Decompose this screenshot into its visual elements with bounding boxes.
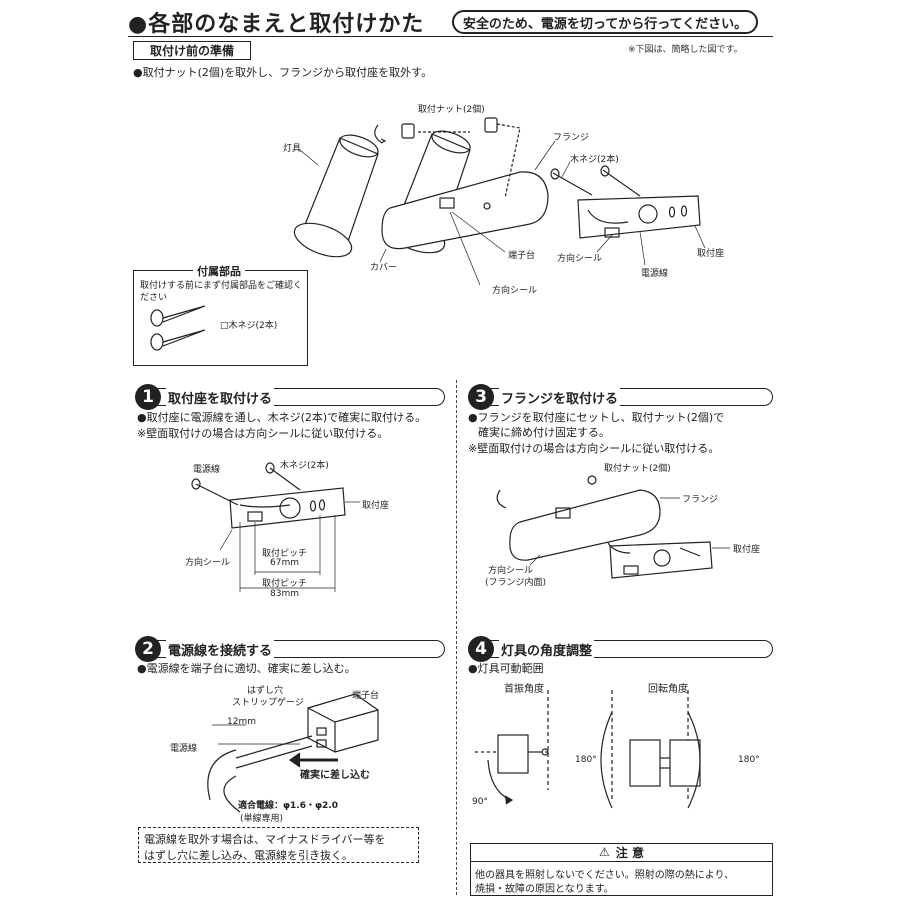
remove-note-box [138, 827, 419, 863]
caution-line1: 他の器具を照射しないでください。照射の際の熱により、 [475, 870, 735, 881]
step4-tilt-label: 首振角度 [504, 684, 544, 695]
accessories-title: 付属部品 [193, 263, 245, 279]
caution-box [470, 843, 773, 896]
step4-deg-90: 90° [472, 797, 488, 807]
prep-label-flange: フランジ [553, 133, 590, 143]
step2-illustration [207, 693, 379, 813]
prep-label-cover: カバー [370, 263, 398, 273]
step1-label-pitch1-val: 67mm [270, 558, 299, 568]
step4-rotate-label: 回転角度 [648, 684, 688, 695]
step2-label-insert: 確実に差し込む [300, 770, 370, 781]
step3-label-dir-seal: 方向シール [488, 566, 534, 576]
step3-label-flange: フランジ [682, 495, 719, 505]
step1-label-mount: 取付座 [362, 501, 390, 511]
step3-label-nut: 取付ナット(2個) [604, 464, 671, 474]
caution-header: ⚠ 注 意 [470, 843, 773, 862]
step3-line1: ●フランジを取付座にセットし、取付ナット(2個)で [468, 411, 725, 424]
step3-line2: 確実に締め付け固定する。 [478, 426, 610, 439]
step1-label-dir-seal: 方向シール [185, 558, 231, 568]
lamp-illustration [293, 134, 379, 258]
simplified-note: ※下図は、簡略した図です。 [628, 45, 743, 55]
step4-number: 4 [468, 636, 494, 662]
step2-label-hole: はずし穴 [247, 686, 284, 696]
step1-label-pitch2: 取付ピッチ [262, 579, 308, 589]
step3-bar [483, 388, 773, 406]
accessories-note: 取付けする前にまず付属部品をご確認ください [140, 281, 303, 303]
step1-number: 1 [135, 384, 161, 410]
step1-label-screw: 木ネジ(2本) [280, 461, 329, 471]
step2-bar [150, 640, 445, 658]
step2-wire-note: (単線専用) [240, 814, 284, 824]
step2-label-length: 12mm [227, 717, 256, 727]
step3-title: フランジを取付ける [499, 388, 621, 407]
mount-illustration [577, 195, 701, 239]
step4-deg-180-left: 180° [575, 755, 597, 765]
prep-label-screw: 木ネジ(2本) [570, 155, 619, 165]
warning-icon: ⚠ [599, 845, 610, 859]
prep-label-power-wire: 電源線 [641, 269, 669, 279]
step2-line1: ●電源線を端子台に適切、確実に差し込む。 [137, 662, 356, 675]
step2-label-power-wire: 電源線 [170, 744, 198, 754]
step1-illustration [191, 462, 360, 592]
caution-line2: 焼損・故障の原因となります。 [475, 884, 614, 895]
page-title: ●各部のなまえと取付けかた [128, 12, 425, 37]
safety-note: 安全のため、電源を切ってから行ってください。 [452, 10, 758, 34]
step3-label-mount: 取付座 [733, 545, 761, 555]
step4-bar [483, 640, 773, 658]
caution-title: 注 意 [615, 845, 644, 860]
step2-label-strip: ストリップゲージ [232, 698, 304, 708]
prep-label: 取付け前の準備 [133, 41, 251, 60]
prep-label-dir-seal: 方向シール [557, 254, 603, 264]
remove-note-line1: 電源線を取外す場合は、マイナスドライバー等を [144, 833, 386, 846]
step4-deg-180-right: 180° [738, 755, 760, 765]
step3-line3: ※壁面取付けの場合は方向シールに従い取付ける。 [468, 442, 720, 455]
accessory-screws [150, 305, 206, 351]
prep-label-terminal: 端子台 [508, 251, 536, 261]
prep-label-dir-seal-2: 方向シール [492, 286, 538, 296]
step1-title: 取付座を取付ける [166, 388, 275, 407]
step1-bar [150, 388, 445, 406]
header-divider [128, 36, 773, 37]
step1-line1: ●取付座に電源線を通し、木ネジ(2本)で確実に取付ける。 [137, 411, 427, 424]
prep-label-lamp: 灯具 [283, 144, 302, 154]
step1-label-pitch1: 取付ピッチ [262, 549, 308, 559]
step3-illustration [496, 475, 730, 579]
nut-illustration [374, 117, 521, 199]
step4-title: 灯具の角度調整 [499, 640, 595, 659]
step4-line1: ●灯具可動範囲 [468, 662, 544, 675]
step1-line2: ※壁面取付けの場合は方向シールに従い取付ける。 [137, 427, 389, 440]
step1-label-power-wire: 電源線 [193, 465, 221, 475]
step1-label-pitch2-val: 83mm [270, 589, 299, 599]
step2-wire-spec: 適合電線：φ1.6・φ2.0 [238, 801, 338, 811]
prep-label-nut: 取付ナット(2個) [418, 105, 485, 115]
step3-label-dir-seal-sub: (フランジ内面) [485, 578, 547, 588]
step2-title: 電源線を接続する [166, 640, 275, 659]
remove-note-line2: はずし穴に差し込み、電源線を引き抜く。 [144, 849, 353, 862]
accessories-item: □木ネジ(2本) [220, 321, 278, 331]
step2-number: 2 [135, 636, 161, 662]
step3-number: 3 [468, 384, 494, 410]
prep-label-mount: 取付座 [697, 249, 725, 259]
column-divider [456, 380, 457, 895]
screw-illustration [550, 165, 641, 197]
prep-instruction: ●取付ナット(2個)を取外し、フランジから取付座を取外す。 [133, 66, 433, 79]
step2-label-terminal: 端子台 [352, 691, 380, 701]
flange-illustration [381, 171, 549, 250]
step4-illustration [475, 690, 701, 809]
